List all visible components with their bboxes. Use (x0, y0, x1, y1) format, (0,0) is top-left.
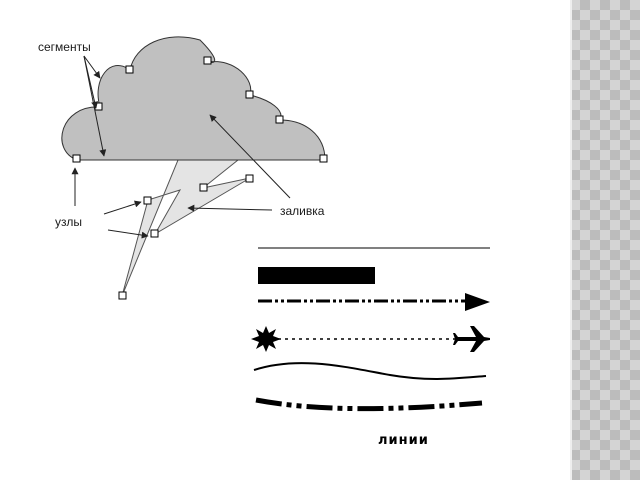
label-lines: линии (378, 433, 429, 448)
segments-arrow (83, 55, 98, 109)
decorative-pattern-strip (570, 0, 640, 480)
line-samples (251, 247, 490, 412)
annotation-arrows (71, 55, 291, 239)
node-markers (72, 56, 328, 300)
node-marker (245, 174, 254, 183)
label-segments: сегменты (38, 40, 91, 54)
lightning-bolt (121, 159, 251, 297)
nodes-arrow (107, 229, 149, 239)
fill-arrow (209, 114, 291, 199)
node-marker (72, 154, 81, 163)
label-nodes: узлы (55, 215, 82, 229)
node-marker (203, 56, 212, 65)
segments-arrow (83, 55, 101, 79)
node-marker (143, 196, 152, 205)
plane-icon (453, 326, 490, 352)
node-marker (118, 291, 127, 300)
nodes-arrow (103, 200, 142, 215)
label-fill: заливка (280, 204, 325, 218)
arrowhead-icon (465, 293, 490, 311)
burst-icon (251, 326, 281, 352)
node-marker (199, 183, 208, 192)
node-marker (125, 65, 134, 74)
node-marker (319, 154, 328, 163)
line-sample-thick-dash-dot (255, 397, 483, 412)
node-marker (150, 229, 159, 238)
node-marker (245, 90, 254, 99)
line-sample-thick (258, 267, 375, 284)
fill-arrow (187, 204, 273, 212)
line-sample-wavy (253, 362, 487, 380)
node-marker (275, 115, 284, 124)
